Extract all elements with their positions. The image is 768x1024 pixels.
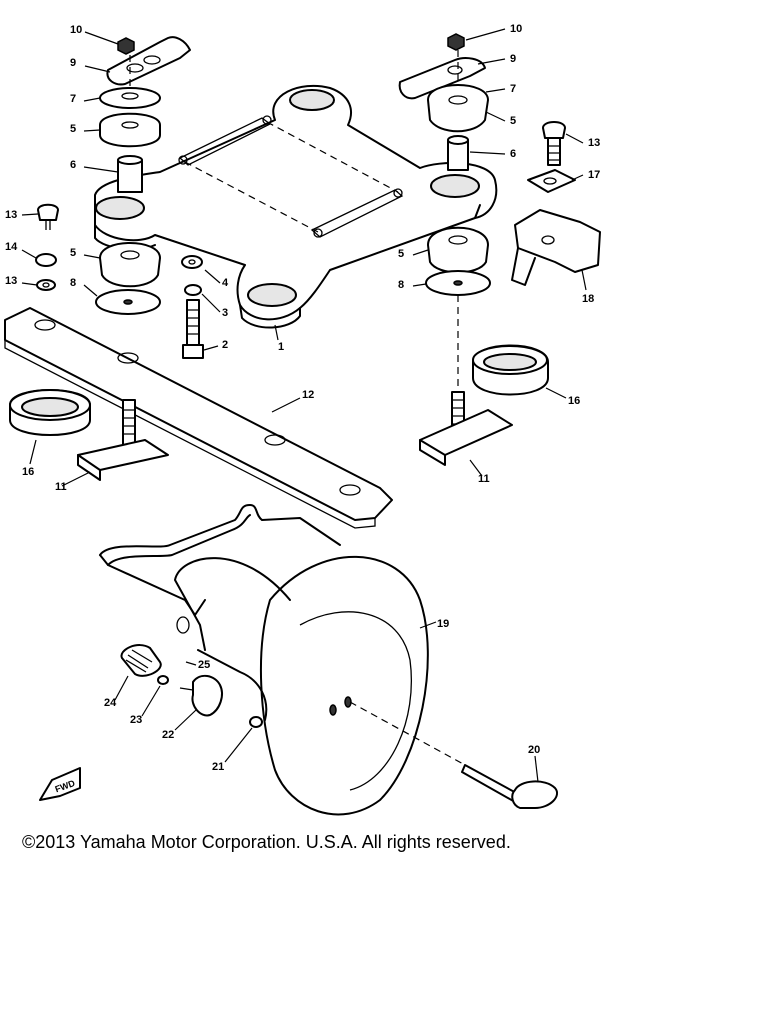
right-bracket-parts (511, 121, 601, 286)
callout-label: 5 (70, 247, 76, 259)
callout-leader (271, 397, 301, 413)
callout-leader (29, 439, 37, 465)
callout-leader (204, 269, 221, 284)
callout-leader (465, 28, 506, 41)
callout-label: 19 (437, 618, 449, 630)
callout-leader (534, 755, 539, 783)
callout-leader (485, 111, 506, 122)
callout-leader (83, 129, 101, 132)
right-lower-parts (419, 226, 549, 466)
callout-label: 6 (510, 148, 516, 160)
callout-label: 8 (70, 277, 76, 289)
callout-label: 14 (5, 241, 18, 253)
callout-leader (21, 249, 37, 259)
callout-leader (203, 345, 219, 351)
callout-label: 9 (70, 57, 76, 69)
callout-label: 23 (130, 714, 142, 726)
callout-label: 3 (222, 307, 228, 319)
flat-bracket (4, 307, 393, 529)
callout-label: 7 (510, 83, 516, 95)
callout-label: 4 (222, 277, 229, 289)
callout-label: 10 (510, 23, 522, 35)
callout-leader (419, 621, 437, 629)
copyright-notice: ©2013 Yamaha Motor Corporation. U.S.A. A… (22, 832, 511, 852)
callout-leader (485, 88, 506, 93)
callout-leader (545, 387, 567, 399)
callout-label: 10 (70, 24, 82, 36)
callout-leader (185, 661, 197, 666)
callout-leader (571, 174, 584, 181)
callout-leader (141, 685, 161, 717)
callout-leader (469, 151, 506, 155)
headlight-assembly (99, 504, 429, 816)
callout-label: 18 (582, 293, 594, 305)
callout-leader (565, 133, 584, 144)
callout-leader (84, 65, 111, 73)
callout-leader (21, 282, 38, 286)
callout-leader (469, 459, 483, 477)
callout-label: 7 (70, 93, 76, 105)
callout-leader (114, 675, 129, 701)
callout-label: 5 (510, 115, 516, 127)
callout-label: 24 (104, 697, 117, 709)
callout-label: 22 (162, 729, 174, 741)
left-lower-parts (35, 203, 204, 359)
callout-label: 5 (398, 248, 404, 260)
callout-label: 17 (588, 169, 600, 181)
callout-label: 13 (588, 137, 600, 149)
callout-leader (83, 166, 119, 173)
callout-label: 6 (70, 159, 76, 171)
callout-label: 5 (70, 123, 76, 135)
callout-leader (412, 283, 427, 287)
callout-leader (61, 471, 91, 487)
left-ring-and-bolt (9, 389, 169, 481)
callout-leader (581, 269, 587, 291)
callout-label: 1 (278, 341, 284, 353)
callout-leader (412, 249, 429, 256)
callout-leader (274, 324, 279, 341)
callout-label: 12 (302, 389, 314, 401)
callout-label: 20 (528, 744, 540, 756)
callout-leader (83, 254, 101, 259)
right-mount-stack (398, 33, 489, 171)
fwd-arrow: FWD (39, 767, 81, 801)
callout-leader (83, 97, 101, 102)
callout-label: 16 (568, 395, 580, 407)
callout-label: 25 (198, 659, 210, 671)
small-fasteners (120, 644, 558, 809)
callout-label: 9 (510, 53, 516, 65)
callout-label: 11 (55, 481, 67, 493)
callout-leader (83, 284, 98, 297)
main-bracket (94, 84, 498, 329)
callout-leader (477, 58, 506, 65)
callout-label: 2 (222, 339, 228, 351)
callout-label: 13 (5, 275, 17, 287)
callout-leader (84, 31, 119, 45)
callout-label: 11 (478, 473, 490, 485)
callout-label: 16 (22, 466, 34, 478)
callout-leader (21, 213, 39, 216)
callout-leader (224, 727, 253, 763)
callout-label: 13 (5, 209, 17, 221)
callout-leader (174, 709, 197, 731)
parts-diagram: FWD 109756131413584321121611109756131718… (4, 23, 601, 816)
callout-leader (201, 293, 221, 313)
callout-label: 21 (212, 761, 224, 773)
left-mount-stack (99, 36, 191, 193)
callout-label: 8 (398, 279, 404, 291)
